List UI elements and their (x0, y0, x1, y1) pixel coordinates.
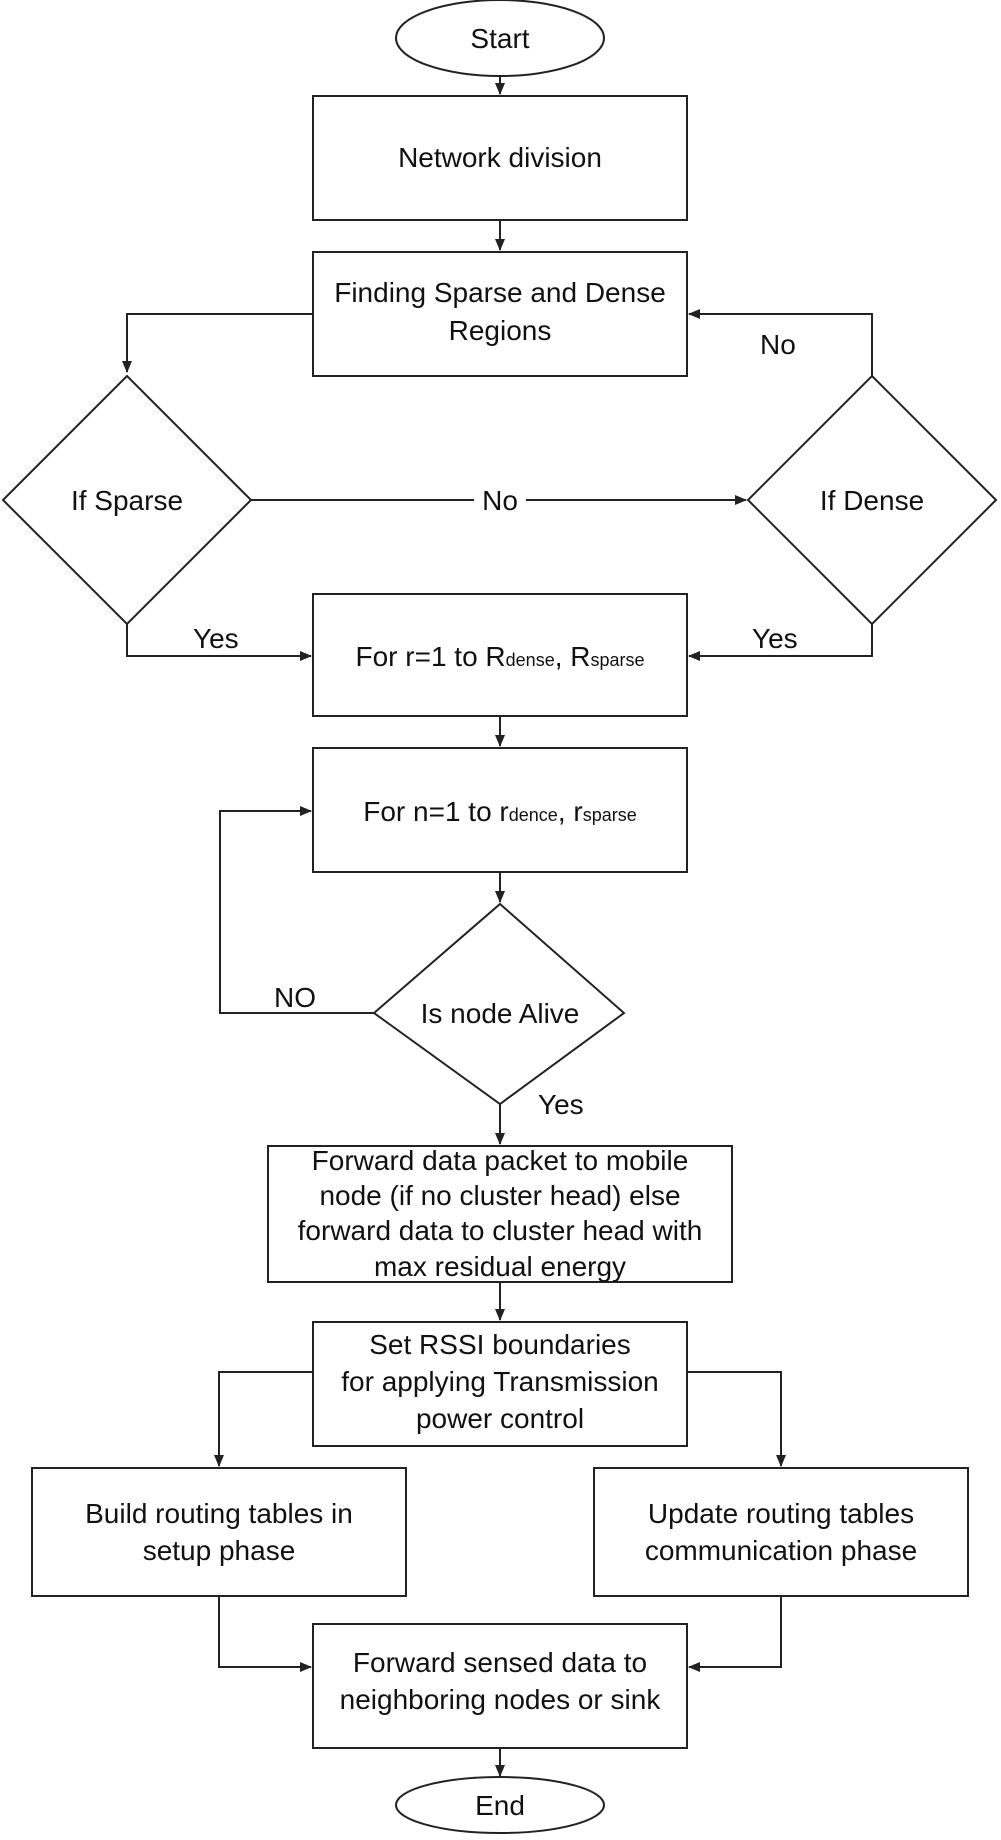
arrow-sparse-yes-to-for-r (126, 624, 312, 661)
network-division-box: Network division (312, 95, 688, 221)
forward-packet-box: Forward data packet to mobile node (if n… (267, 1145, 733, 1283)
update-routing-line-2: communication phase (645, 1535, 917, 1566)
label-no-middle-bg (474, 484, 526, 516)
set-rssi-box: Set RSSI boundaries for applying Transmi… (312, 1321, 688, 1447)
if-sparse-decision: If Sparse (1, 374, 253, 626)
edge-labels: No No Yes Yes NO Yes (193, 329, 798, 1120)
update-routing-tables-box: Update routing tables communication phas… (593, 1467, 969, 1597)
set-rssi-line-2: for applying Transmission (341, 1366, 658, 1397)
for-r-loop-box: For r=1 to Rdense, Rsparse (312, 593, 688, 717)
arrow-dense-no-to-regions (688, 309, 873, 376)
build-routing-line-1: Build routing tables in (85, 1498, 353, 1529)
start-node: Start (395, 0, 605, 77)
forward-sensed-line-2: neighboring nodes or sink (340, 1684, 662, 1715)
arrow-rssi-to-update (687, 1371, 786, 1467)
is-node-alive-decision: Is node Alive (372, 902, 626, 1106)
label-no-dense: No (760, 329, 796, 360)
is-node-alive-label: Is node Alive (421, 998, 580, 1029)
find-regions-box: Finding Sparse and Dense Regions (312, 251, 688, 377)
end-label: End (475, 1790, 525, 1821)
forward-sensed-box: Forward sensed data to neighboring nodes… (312, 1623, 688, 1749)
build-routing-line-2: setup phase (143, 1535, 296, 1566)
arrow-dense-yes-to-for-r (688, 624, 873, 661)
find-regions-line-2: Regions (449, 315, 552, 346)
label-yes-dense: Yes (752, 623, 798, 654)
for-n-loop-box: For n=1 to rdence, rsparse (312, 747, 688, 873)
set-rssi-line-1: Set RSSI boundaries (369, 1329, 631, 1360)
label-yes-sparse: Yes (193, 623, 239, 654)
update-routing-line-1: Update routing tables (648, 1498, 914, 1529)
if-sparse-label: If Sparse (71, 485, 183, 516)
arrow-rssi-to-build (214, 1371, 313, 1467)
if-dense-label: If Dense (820, 485, 924, 516)
for-n-label: For n=1 to rdence, rsparse (363, 796, 636, 827)
find-regions-line-1: Finding Sparse and Dense (334, 277, 666, 308)
arrow-regions-to-sparse (122, 313, 313, 373)
start-label: Start (470, 23, 529, 54)
label-no-sparse: No (482, 485, 518, 516)
if-dense-decision: If Dense (746, 374, 998, 626)
forward-packet-line-1: Forward data packet to mobile (312, 1145, 689, 1176)
network-division-label: Network division (398, 142, 602, 173)
label-yes-alive: Yes (538, 1089, 584, 1120)
arrow-update-to-forward-sensed (688, 1596, 782, 1672)
forward-packet-line-3: forward data to cluster head with (298, 1215, 703, 1246)
for-r-label: For r=1 to Rdense, Rsparse (355, 641, 644, 672)
forward-packet-line-2: node (if no cluster head) else (319, 1180, 680, 1211)
build-routing-tables-box: Build routing tables in setup phase (31, 1467, 407, 1597)
set-rssi-line-3: power control (416, 1403, 584, 1434)
arrow-build-to-forward-sensed (218, 1596, 312, 1672)
forward-sensed-line-1: Forward sensed data to (353, 1647, 647, 1678)
label-no-alive: NO (274, 982, 316, 1013)
arrow-alive-no-loop (219, 806, 374, 1014)
end-node: End (395, 1776, 605, 1834)
forward-packet-line-4: max residual energy (374, 1251, 626, 1282)
